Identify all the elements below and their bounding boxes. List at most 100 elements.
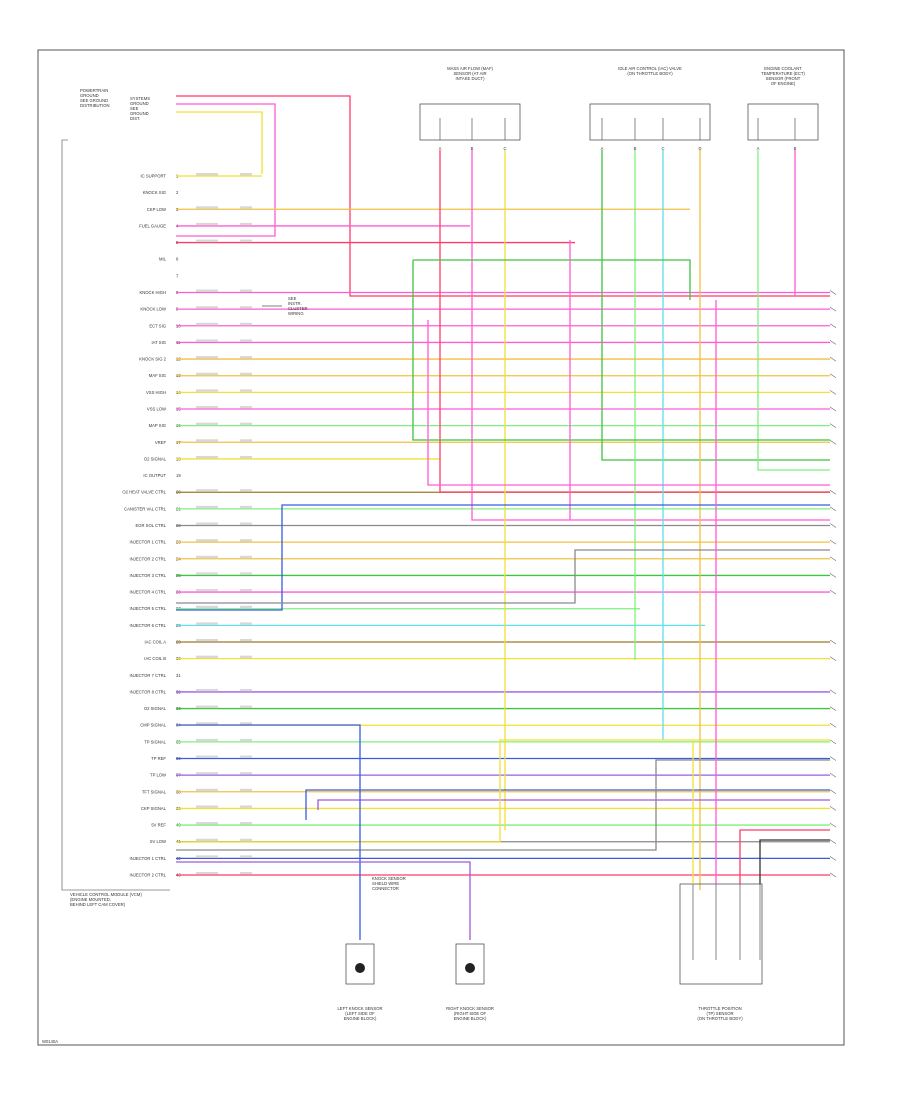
module-label: VEHICLE CONTROL MODULE (VCM)(ENGINE MOUN… [70, 892, 142, 907]
wire-terminal [829, 406, 837, 412]
wire-color-code [196, 589, 218, 592]
wire-terminal [829, 689, 837, 695]
circuit-number [240, 655, 252, 659]
circuit-number [240, 705, 252, 709]
wire-red [176, 95, 830, 297]
circuit-number [240, 455, 252, 459]
pin-letter: C [503, 146, 506, 151]
pin-label: IAC COIL A [145, 640, 167, 645]
wire-terminal [829, 822, 837, 828]
diagram-frame [37, 49, 845, 1046]
wire-color-code [196, 605, 218, 609]
component-body [419, 103, 521, 141]
wire-terminal [829, 489, 837, 495]
wire-terminal [829, 656, 837, 661]
wire-color-code [196, 822, 218, 825]
wire-terminal [829, 356, 837, 362]
wire-color-code [196, 489, 218, 492]
circuit-number [240, 572, 252, 575]
wire-left-knock [176, 724, 361, 940]
wire-green-loop [412, 260, 830, 441]
pin-label: 5V LOW [150, 839, 166, 844]
wire-color-code [196, 738, 218, 742]
wire-color-code [196, 406, 218, 409]
wire-terminal [829, 440, 837, 445]
wire-terminal [829, 573, 837, 578]
pin-letter: B [634, 146, 637, 151]
pin-label: MAF SIG [149, 373, 166, 378]
pin-label: CMP SIGNAL [140, 723, 166, 728]
wire-terminal [829, 373, 837, 378]
circuit-number [240, 738, 252, 742]
circuit-number [240, 222, 252, 226]
circuit-number [240, 772, 252, 775]
pin-letter: D [698, 146, 701, 151]
pin-label: VSS LOW [147, 407, 166, 412]
wire-color-code [196, 555, 218, 559]
pin-label: INJECTOR 6 CTRL [130, 623, 167, 628]
circuit-number [240, 489, 252, 492]
tp-sensor-body [679, 883, 763, 985]
circuit-number [240, 306, 252, 309]
wire-terminal [829, 772, 837, 778]
wire-color-code [196, 372, 218, 376]
circuit-number [240, 339, 252, 342]
component-body [589, 103, 711, 141]
wire-color-code [196, 439, 218, 442]
pin-label: TP LOW [150, 773, 166, 778]
wire-color-code [196, 173, 218, 176]
circuit-number [240, 356, 252, 359]
wire-yellow [176, 111, 263, 174]
wire-terminal [829, 390, 837, 395]
circuit-number [240, 289, 252, 292]
circuit-number [240, 522, 252, 525]
wire-color-code [196, 639, 218, 642]
pin-label: INJECTOR 7 CTRL [130, 673, 167, 678]
wire-color-code [196, 505, 218, 509]
wire-color-code [196, 772, 218, 775]
wire-color-code [196, 322, 218, 326]
pin-label: KNOCK SIG [143, 190, 166, 195]
wire-color-code [196, 872, 218, 875]
circuit-number [240, 239, 252, 243]
component-body [747, 103, 819, 141]
pin-label: CKP SIGNAL [141, 806, 167, 811]
wire-color-code [196, 239, 218, 243]
circuit-number [240, 406, 252, 409]
circuit-number [240, 505, 252, 509]
wire-terminal [829, 706, 837, 711]
wire-color-code [196, 356, 218, 359]
module-outline [61, 139, 170, 891]
wire-right-knock [176, 861, 471, 940]
pin-letter: B [794, 146, 797, 151]
knock-sensor-body [345, 943, 375, 985]
wire-color-code [196, 222, 218, 226]
pin-label: INJECTOR 2 CTRL [130, 873, 167, 878]
circuit-number [240, 822, 252, 825]
pin-label: CKP LOW [147, 207, 166, 212]
circuit-number [240, 838, 252, 842]
pin-label: INJECTOR 1 CTRL [130, 856, 167, 861]
pin-label: TFT SIGNAL [142, 789, 167, 794]
wire-terminal [829, 789, 837, 795]
circuit-number [240, 555, 252, 559]
wire-color-code [196, 572, 218, 575]
pin-label: INJECTOR 8 CTRL [130, 689, 167, 694]
circuit-number [240, 206, 252, 209]
wire-terminal [829, 639, 837, 645]
pin-label: INJECTOR 3 CTRL [130, 573, 167, 578]
wire-color-code [196, 339, 218, 342]
wire-terminal [829, 423, 837, 428]
wire-terminal [829, 872, 837, 878]
pin-number: 6 [176, 257, 179, 262]
circuit-number [240, 439, 252, 442]
knock-sensor-element [355, 963, 365, 973]
pin-label: VSS HIGH [146, 390, 166, 395]
wire-color-code [196, 306, 218, 309]
